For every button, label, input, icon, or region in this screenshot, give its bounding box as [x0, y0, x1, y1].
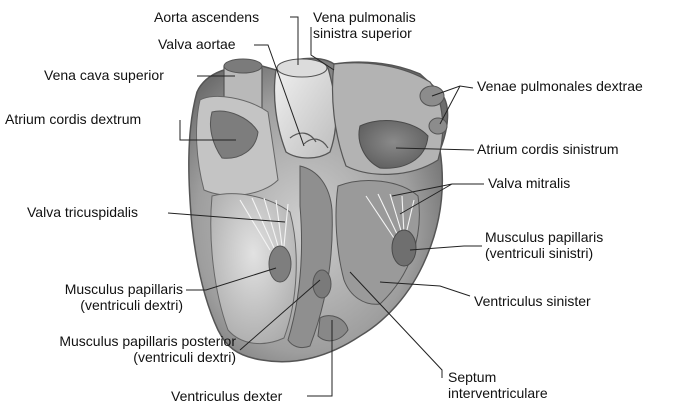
papillary-muscle-left: [392, 230, 416, 266]
label-septum-line1: Septum: [448, 370, 496, 385]
label-valva-aortae: Valva aortae: [158, 37, 236, 52]
label-ventriculus-dexter: Ventriculus dexter: [171, 389, 282, 404]
label-venae-pulmonales-dextrae: Venae pulmonales dextrae: [477, 79, 643, 94]
label-musculus-papillaris-dextri-line2: (ventriculi dextri): [80, 298, 183, 313]
label-vena-pulmonalis-line2: sinistra superior: [313, 26, 412, 41]
label-vena-cava-superior: Vena cava superior: [44, 68, 164, 83]
papillary-muscle-right: [269, 246, 291, 282]
label-septum-line2: interventriculare: [448, 386, 548, 401]
label-atrium-cordis-dextrum: Atrium cordis dextrum: [5, 112, 141, 127]
label-musculus-papillaris-dextri-line1: Musculus papillaris: [65, 282, 183, 297]
label-aorta-ascendens: Aorta ascendens: [154, 10, 259, 25]
label-valva-mitralis: Valva mitralis: [488, 176, 570, 191]
label-musculus-papillaris-sinistri-line1: Musculus papillaris: [485, 230, 603, 245]
pulmonary-vein-opening-2: [429, 118, 447, 134]
label-ventriculus-sinister: Ventriculus sinister: [474, 294, 591, 309]
label-vena-pulmonalis-line1: Vena pulmonalis: [313, 10, 416, 25]
label-musculus-papillaris-sinistri-line2: (ventriculi sinistri): [485, 246, 593, 261]
label-valva-tricuspidalis: Valva tricuspidalis: [27, 205, 138, 220]
label-atrium-cordis-sinistrum: Atrium cordis sinistrum: [477, 142, 619, 157]
label-musculus-papillaris-posterior-line2: (ventriculi dextri): [133, 350, 236, 365]
label-musculus-papillaris-posterior-line1: Musculus papillaris posterior: [59, 334, 236, 349]
vena-cava-opening: [224, 59, 262, 73]
aorta-opening: [277, 59, 327, 77]
